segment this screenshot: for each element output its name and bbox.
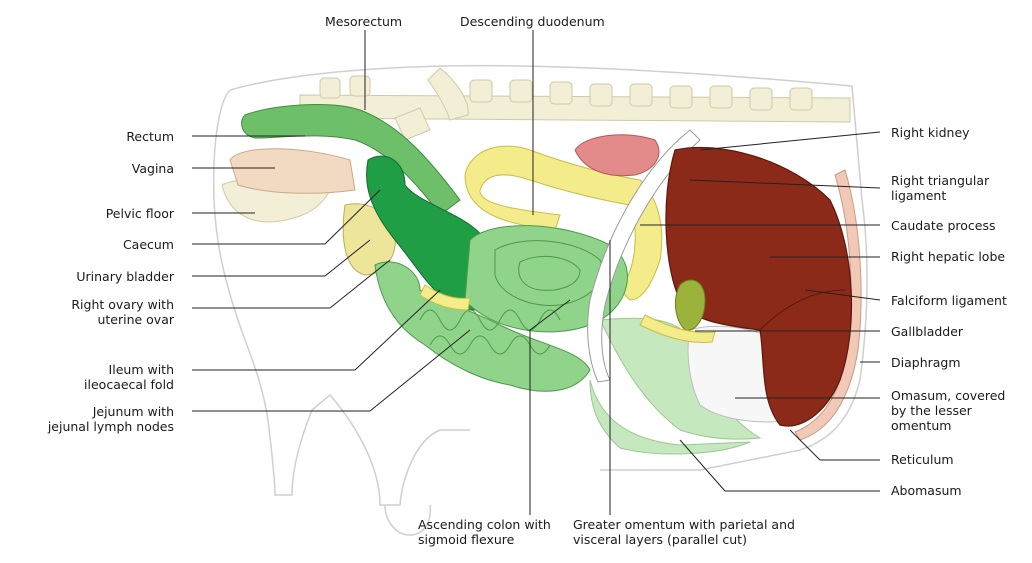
label-ileum-line1: Ileum with bbox=[108, 362, 174, 377]
label-right-ovary: Right ovary with uterine ovar bbox=[71, 297, 174, 327]
label-jejunum: Jejunum with jejunal lymph nodes bbox=[48, 404, 174, 434]
label-greater-omentum: Greater omentum with parietal and viscer… bbox=[573, 517, 795, 547]
label-caudate-process: Caudate process bbox=[891, 218, 996, 233]
label-ileum: Ileum with ileocaecal fold bbox=[84, 362, 174, 392]
label-abomasum: Abomasum bbox=[891, 483, 962, 498]
ascending-colon-shape bbox=[464, 225, 628, 333]
label-right-hepatic-lobe: Right hepatic lobe bbox=[891, 249, 1006, 264]
label-pelvic-floor: Pelvic floor bbox=[105, 206, 174, 221]
label-diaphragm: Diaphragm bbox=[891, 355, 961, 370]
label-falciform-ligament: Falciform ligament bbox=[891, 293, 1007, 308]
label-omasum: Omasum, covered by the lesser omentum bbox=[891, 388, 1005, 433]
label-right-kidney: Right kidney bbox=[891, 125, 970, 140]
label-omasum-line2: by the lesser bbox=[891, 403, 972, 418]
bile-duct-shape bbox=[639, 314, 716, 344]
label-omasum-line1: Omasum, covered bbox=[891, 388, 1006, 403]
label-ileum-line2: ileocaecal fold bbox=[84, 377, 174, 392]
hepatic-lobe-division bbox=[759, 289, 846, 331]
label-mesorectum: Mesorectum bbox=[325, 14, 403, 29]
diaphragm-shape bbox=[794, 169, 862, 441]
label-ascending-colon-line1: Ascending colon with bbox=[418, 517, 551, 532]
label-ascending-colon: Ascending colon with sigmoid flexure bbox=[418, 517, 551, 547]
label-descending-duodenum: Descending duodenum bbox=[460, 14, 605, 29]
label-caecum: Caecum bbox=[122, 237, 174, 252]
label-right-triangular-ligament: Right triangular ligament bbox=[891, 173, 989, 203]
label-right-triangular-line1: Right triangular bbox=[891, 173, 990, 188]
leader-lines bbox=[192, 30, 881, 515]
label-right-ovary-line2: uterine ovar bbox=[97, 312, 174, 327]
duodenum-shape bbox=[464, 145, 663, 301]
label-jejunum-line2: jejunal lymph nodes bbox=[47, 419, 174, 434]
label-greater-omentum-line1: Greater omentum with parietal and bbox=[573, 517, 795, 532]
label-urinary-bladder: Urinary bladder bbox=[76, 269, 174, 284]
vertebral-column bbox=[299, 67, 851, 141]
label-reticulum: Reticulum bbox=[891, 452, 954, 467]
abomasum-shape bbox=[589, 379, 751, 455]
label-ascending-colon-line2: sigmoid flexure bbox=[418, 532, 515, 547]
right-kidney-shape bbox=[574, 134, 660, 177]
label-rectum: Rectum bbox=[126, 129, 174, 144]
rectum-shape bbox=[241, 104, 461, 216]
label-right-ovary-line1: Right ovary with bbox=[71, 297, 174, 312]
label-omasum-line3: omentum bbox=[891, 418, 952, 433]
label-gallbladder: Gallbladder bbox=[891, 324, 964, 339]
label-right-triangular-line2: ligament bbox=[891, 188, 947, 203]
vagina-shape bbox=[229, 148, 356, 194]
label-vagina: Vagina bbox=[131, 161, 174, 176]
gallbladder-shape bbox=[674, 279, 706, 331]
label-jejunum-line1: Jejunum with bbox=[92, 404, 174, 419]
label-greater-omentum-line2: visceral layers (parallel cut) bbox=[573, 532, 747, 547]
